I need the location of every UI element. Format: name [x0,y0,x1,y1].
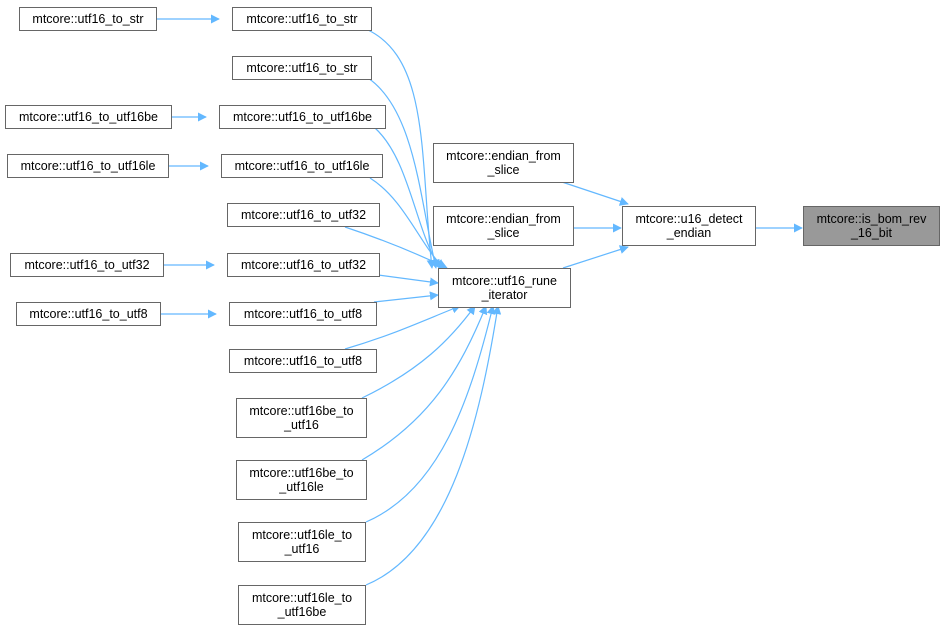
node-label-line1: mtcore::is_bom_rev [816,212,927,226]
node-label: mtcore::utf16_to_utf8 [243,307,363,321]
node-utf16le-to-utf16be[interactable]: mtcore::utf16le_to _utf16be [238,585,366,625]
node-endian-from-slice-b[interactable]: mtcore::endian_from _slice [433,206,574,246]
node-utf16-to-utf32-a[interactable]: mtcore::utf16_to_utf32 [227,203,380,227]
edge-utf16-to-utf8-b [344,304,461,350]
node-utf16-rune-iterator[interactable]: mtcore::utf16_rune _iterator [438,268,571,308]
edge-utf16-to-str-a [367,29,436,269]
node-utf16-to-utf16le-caller[interactable]: mtcore::utf16_to_utf16le [7,154,169,178]
edge-utf16-to-utf8-a [373,291,439,303]
node-label: mtcore::utf16_to_str [32,12,144,26]
node-label-line2: _slice [487,163,520,177]
node-label: mtcore::utf16_to_str [246,61,358,75]
node-label-line2: _slice [487,226,520,240]
node-utf16-to-utf8-a[interactable]: mtcore::utf16_to_utf8 [229,302,377,326]
node-label-line1: mtcore::utf16le_to [251,591,353,605]
node-utf16-to-str-caller[interactable]: mtcore::utf16_to_str [19,7,157,31]
node-label-line2: _utf16be [277,605,327,619]
edge-utf16le-to-utf16 [365,305,496,523]
node-utf16-to-str-a[interactable]: mtcore::utf16_to_str [232,7,372,31]
node-label-line2: _utf16le [279,480,324,494]
node-label-line1: mtcore::utf16be_to [249,466,354,480]
node-label-line2: _iterator [481,288,528,302]
node-endian-from-slice-a[interactable]: mtcore::endian_from _slice [433,143,574,183]
node-label: mtcore::utf16_to_utf32 [240,208,367,222]
node-utf16-to-str-b[interactable]: mtcore::utf16_to_str [232,56,372,80]
node-label: mtcore::utf16_to_utf8 [243,354,363,368]
node-is-bom-rev-16-bit[interactable]: mtcore::is_bom_rev _16_bit [803,206,940,246]
node-label-line1: mtcore::utf16le_to [251,528,353,542]
edge-utf16be-to-utf16 [361,305,476,399]
node-utf16-to-utf16be[interactable]: mtcore::utf16_to_utf16be [219,105,386,129]
node-label: mtcore::utf16_to_utf16le [20,159,156,173]
node-utf16be-to-utf16[interactable]: mtcore::utf16be_to _utf16 [236,398,367,438]
node-utf16le-to-utf16[interactable]: mtcore::utf16le_to _utf16 [238,522,366,562]
node-utf16-to-utf32-caller[interactable]: mtcore::utf16_to_utf32 [10,253,164,277]
node-label-line2: _16_bit [850,226,892,240]
node-label: mtcore::utf16_to_str [246,12,358,26]
node-utf16-to-utf8-caller[interactable]: mtcore::utf16_to_utf8 [16,302,161,326]
node-label: mtcore::utf16_to_utf16be [19,110,158,124]
edge-endian-from-slice-a [561,181,629,206]
edge-utf16-rune-iterator [562,245,629,269]
node-utf16-to-utf16be-caller[interactable]: mtcore::utf16_to_utf16be [5,105,172,129]
node-label-line2: _utf16 [284,418,319,432]
node-label-line1: mtcore::u16_detect [635,212,743,226]
node-label-line1: mtcore::utf16_rune [452,274,557,288]
node-label: mtcore::utf16_to_utf8 [29,307,148,321]
edge-utf16-to-str-b [367,77,439,269]
node-label: mtcore::utf16_to_utf16be [233,110,372,124]
edge-utf16le-to-utf16be [365,305,502,586]
edge-utf16be-to-utf16le [361,305,488,461]
node-label: mtcore::utf16_to_utf32 [24,258,150,272]
edge-utf16-to-utf32-b [377,274,439,287]
node-label: mtcore::utf16_to_utf16le [234,159,370,173]
node-utf16-to-utf16le[interactable]: mtcore::utf16_to_utf16le [221,154,383,178]
node-utf16-to-utf8-b[interactable]: mtcore::utf16_to_utf8 [229,349,377,373]
node-label: mtcore::utf16_to_utf32 [240,258,367,272]
node-u16-detect-endian[interactable]: mtcore::u16_detect _endian [622,206,756,246]
node-label-line1: mtcore::endian_from [446,212,561,226]
node-utf16-to-utf32-b[interactable]: mtcore::utf16_to_utf32 [227,253,380,277]
node-label-line2: _utf16 [284,542,320,556]
edge-utf16-to-utf32-a [344,226,448,269]
node-label-line2: _endian [666,226,712,240]
node-label-line1: mtcore::utf16be_to [249,404,354,418]
edge-utf16-to-utf16le [369,177,445,269]
node-label-line1: mtcore::endian_from [446,149,561,163]
node-utf16be-to-utf16le[interactable]: mtcore::utf16be_to _utf16le [236,460,367,500]
